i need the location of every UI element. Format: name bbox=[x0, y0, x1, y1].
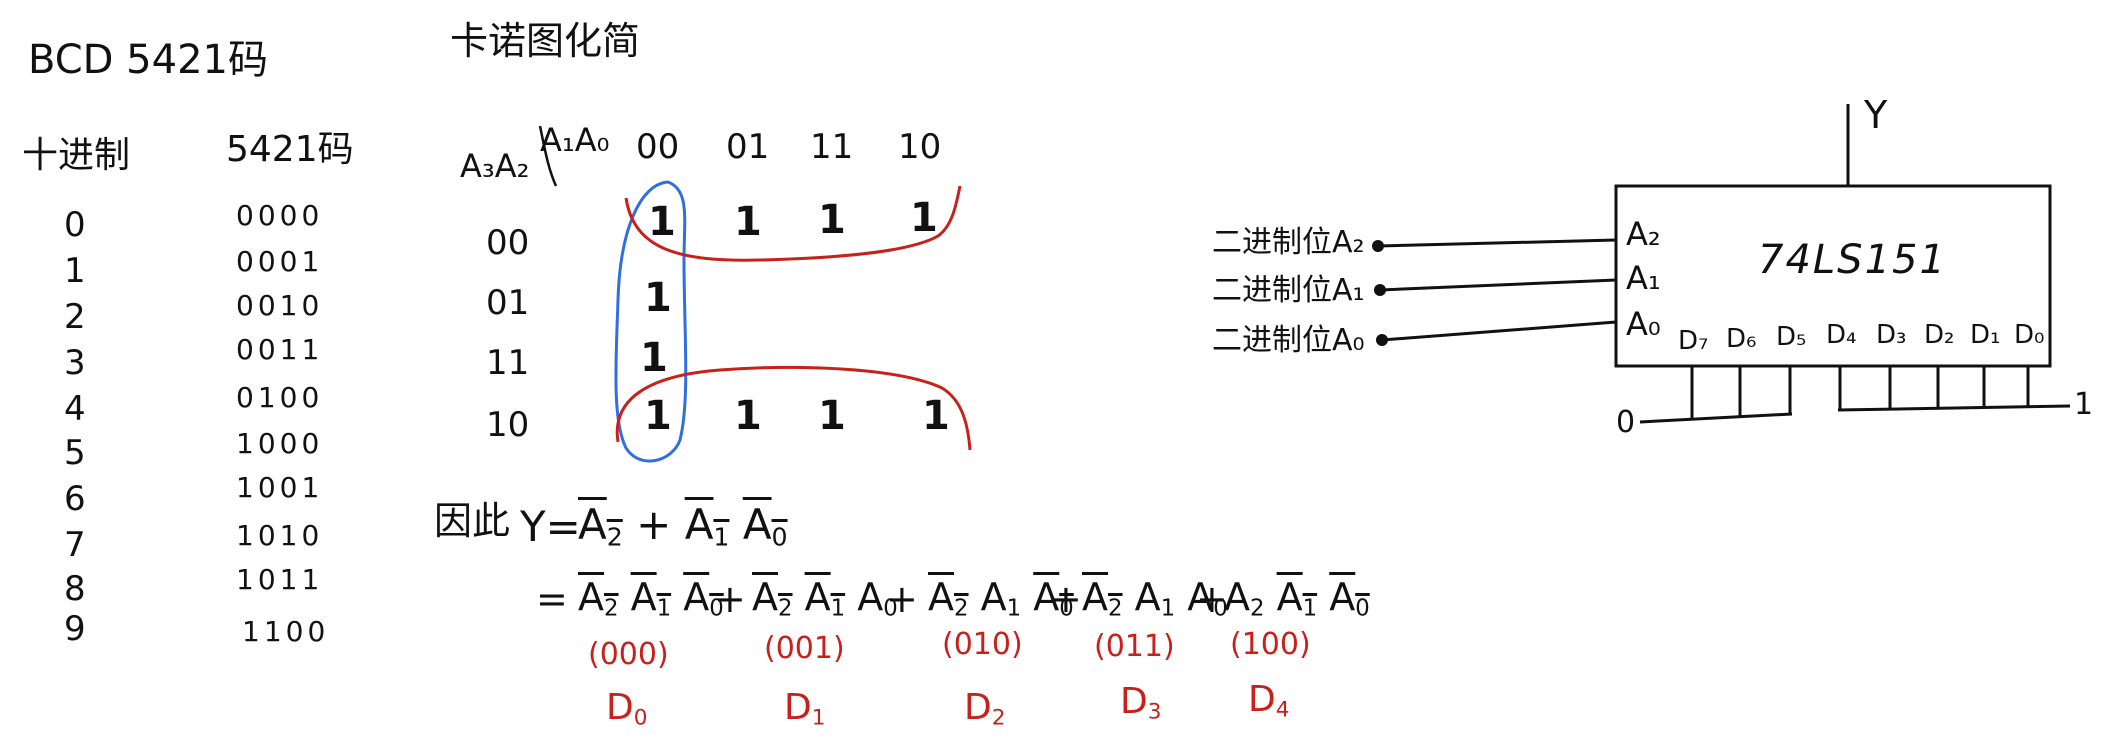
decimal-cell: 0 bbox=[64, 205, 86, 245]
mux-pin-a1: A₁ bbox=[1626, 259, 1661, 297]
simplified-expression: A2 + A1 A0 bbox=[578, 500, 788, 552]
mux-data-pin: D₇ bbox=[1678, 326, 1709, 356]
mux-output-label: Y bbox=[1864, 93, 1888, 137]
code-cell: 1011 bbox=[236, 563, 324, 596]
plus-sign: + bbox=[714, 577, 746, 621]
logic-high-bus bbox=[1837, 404, 2071, 412]
kmap-group-loop-bottom-row bbox=[615, 365, 972, 451]
minterm-3: A2 A1 A0 bbox=[1082, 575, 1228, 622]
kmap-group-loop-column bbox=[614, 180, 688, 463]
select-line-a2 bbox=[1377, 238, 1617, 248]
code-cell: 0011 bbox=[236, 333, 324, 366]
kmap-row-label: 11 bbox=[486, 343, 530, 383]
kmap-row-label: 10 bbox=[486, 405, 530, 445]
mux-data-pin: D₁ bbox=[1970, 320, 2001, 350]
kmap-row-variable: A₃A₂ bbox=[460, 147, 530, 185]
code-cell: 1010 bbox=[236, 519, 324, 552]
minterm-0: A2 A1 A0 bbox=[578, 575, 724, 622]
decimal-cell: 7 bbox=[64, 525, 86, 565]
mux-data-pin: D₄ bbox=[1826, 320, 1857, 350]
decimal-cell: 8 bbox=[64, 569, 86, 609]
select-terminal-a2 bbox=[1372, 240, 1384, 252]
code-cell: 0001 bbox=[236, 245, 324, 278]
select-terminal-a0 bbox=[1376, 334, 1388, 346]
mux-chip-body bbox=[1614, 184, 2052, 368]
minterm-1: A2 A1 A0 bbox=[752, 575, 898, 622]
expansion-equals: = bbox=[536, 577, 568, 621]
kmap-cell: 1 bbox=[648, 199, 676, 245]
data-input-label: D2 bbox=[964, 687, 1006, 731]
kmap-column-label: 10 bbox=[898, 127, 942, 167]
kmap-cell: 1 bbox=[644, 275, 672, 321]
mux-data-pin: D₃ bbox=[1876, 320, 1907, 350]
mux-data-pin: D₀ bbox=[2014, 320, 2045, 350]
kmap-column-label: 01 bbox=[726, 127, 770, 167]
kmap-title: 卡诺图化简 bbox=[450, 19, 641, 63]
minterm-code: (100) bbox=[1230, 627, 1311, 662]
kmap-cell: 1 bbox=[644, 393, 672, 439]
kmap-cell: 1 bbox=[910, 195, 938, 241]
logic-low-bus bbox=[1639, 412, 1793, 424]
code-column-header: 5421码 bbox=[226, 129, 354, 170]
kmap-cell: 1 bbox=[922, 393, 950, 439]
kmap-cell: 1 bbox=[734, 199, 762, 245]
select-line-a0 bbox=[1381, 320, 1617, 342]
minterm-code: (011) bbox=[1094, 629, 1175, 664]
plus-sign: + bbox=[886, 577, 918, 621]
decimal-cell: 9 bbox=[64, 609, 86, 649]
code-cell: 1001 bbox=[236, 471, 324, 504]
code-cell: 1100 bbox=[242, 615, 330, 648]
decimal-cell: 5 bbox=[64, 433, 86, 473]
kmap-column-label: 00 bbox=[636, 127, 680, 167]
select-line-a1 bbox=[1379, 278, 1617, 292]
minterm-code: (000) bbox=[588, 637, 669, 672]
mux-data-pin: D₂ bbox=[1924, 320, 1955, 350]
plus-sign: + bbox=[1050, 577, 1082, 621]
code-cell: 0100 bbox=[236, 381, 324, 414]
kmap-row-label: 00 bbox=[486, 223, 530, 263]
table-title: BCD 5421码 bbox=[28, 37, 268, 83]
select-desc-a0: 二进制位A₀ bbox=[1212, 323, 1365, 358]
mux-pin-a2: A₂ bbox=[1626, 215, 1661, 253]
code-cell: 1000 bbox=[236, 427, 324, 460]
mux-chip-label: 74LS151 bbox=[1758, 237, 1947, 283]
select-desc-a1: 二进制位A₁ bbox=[1212, 273, 1365, 308]
mux-data-pin: D₅ bbox=[1776, 322, 1807, 352]
decimal-cell: 1 bbox=[64, 251, 86, 291]
kmap-corner-diagonal bbox=[538, 125, 558, 187]
data-input-label: D0 bbox=[606, 687, 648, 731]
logic-high-label: 1 bbox=[2074, 387, 2094, 422]
kmap-group-loop-top-row bbox=[624, 185, 962, 262]
data-input-label: D3 bbox=[1120, 681, 1162, 725]
code-cell: 0000 bbox=[236, 199, 324, 232]
decimal-cell: 4 bbox=[64, 389, 86, 429]
decimal-column-header: 十进制 bbox=[22, 135, 131, 176]
data-input-label: D4 bbox=[1248, 679, 1290, 723]
decimal-cell: 2 bbox=[64, 297, 86, 337]
kmap-row-label: 01 bbox=[486, 283, 530, 323]
equation-lhs: Y= bbox=[520, 502, 581, 551]
logic-low-label: 0 bbox=[1616, 405, 1636, 440]
minterm-2: A2 A1 A0 bbox=[928, 575, 1074, 622]
kmap-cell: 1 bbox=[640, 335, 668, 381]
minterm-4: A2 A1 A0 bbox=[1224, 575, 1370, 622]
minterm-code: (001) bbox=[764, 631, 845, 666]
plus-sign: + bbox=[1196, 577, 1228, 621]
equation-prefix: 因此 bbox=[434, 499, 511, 543]
decimal-cell: 3 bbox=[64, 343, 86, 383]
kmap-column-variable: A₁A₀ bbox=[540, 121, 610, 159]
select-desc-a2: 二进制位A₂ bbox=[1212, 225, 1365, 260]
mux-data-pin: D₆ bbox=[1726, 324, 1757, 354]
kmap-cell: 1 bbox=[734, 393, 762, 439]
kmap-column-label: 11 bbox=[810, 127, 854, 167]
kmap-cell: 1 bbox=[818, 393, 846, 439]
kmap-cell: 1 bbox=[818, 197, 846, 243]
select-terminal-a1 bbox=[1374, 284, 1386, 296]
decimal-cell: 6 bbox=[64, 479, 86, 519]
code-cell: 0010 bbox=[236, 289, 324, 322]
data-input-label: D1 bbox=[784, 687, 826, 731]
minterm-code: (010) bbox=[942, 627, 1023, 662]
mux-pin-a0: A₀ bbox=[1626, 305, 1661, 343]
